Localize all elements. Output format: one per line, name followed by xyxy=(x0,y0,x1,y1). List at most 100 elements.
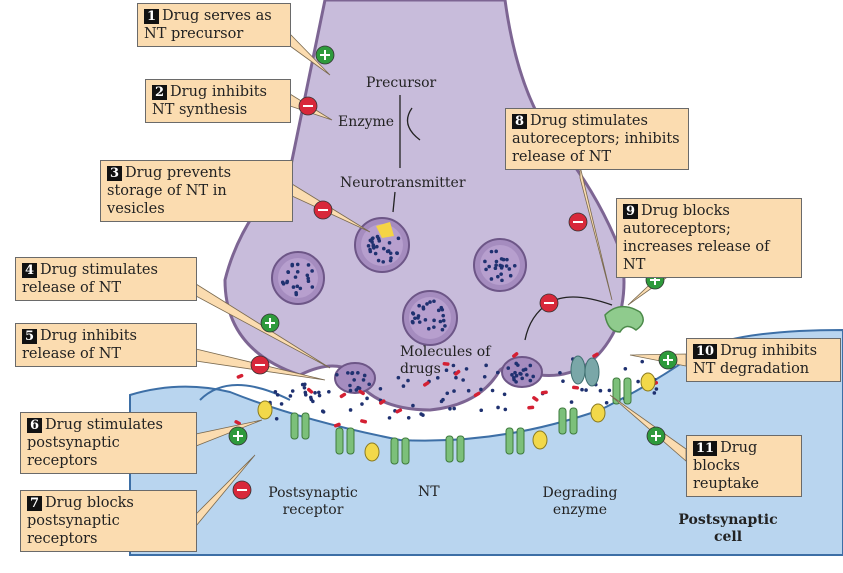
nt-molecule xyxy=(441,318,446,323)
nt-molecule xyxy=(580,387,584,392)
postsynaptic-receptor xyxy=(505,427,525,455)
nt-molecule xyxy=(493,266,498,271)
callout-pointer xyxy=(629,353,687,367)
degrading-enzyme xyxy=(532,430,548,450)
nt-molecule xyxy=(378,386,383,391)
nt-molecule xyxy=(298,286,303,291)
nt-molecule xyxy=(461,378,465,382)
callout-pointer xyxy=(579,165,613,301)
nt-molecule xyxy=(531,374,535,379)
autoreceptor xyxy=(604,306,644,333)
nt-molecule xyxy=(356,371,360,375)
nt-molecule xyxy=(410,319,415,324)
nt-molecule xyxy=(558,371,562,375)
nt-molecule xyxy=(327,389,331,394)
nt-molecule xyxy=(561,379,565,383)
nt-molecule xyxy=(444,368,449,372)
nt-molecule xyxy=(365,396,369,401)
nt-molecule xyxy=(368,249,373,254)
nt-molecule xyxy=(388,251,393,256)
nt-molecule xyxy=(508,273,513,278)
drug-molecule xyxy=(532,396,539,402)
reuptake-transporter xyxy=(570,355,600,387)
nt-molecule xyxy=(569,400,574,404)
callout-number: 2 xyxy=(152,85,168,100)
nt-molecule xyxy=(598,388,603,393)
nt-molecule xyxy=(479,387,483,392)
nt-molecule xyxy=(438,319,443,324)
degrading-enzyme xyxy=(364,442,380,462)
postsynaptic-receptor xyxy=(445,435,465,463)
nt-molecule xyxy=(452,406,456,411)
callout-text: Drug blocks postsynaptic receptors xyxy=(27,495,134,547)
nt-molecule xyxy=(514,380,518,384)
callout-text: Drug inhibits release of NT xyxy=(22,328,137,362)
nt-molecule xyxy=(310,269,314,273)
degrading-enzyme xyxy=(590,403,606,423)
nt-molecule xyxy=(489,277,494,281)
nt-molecule xyxy=(654,387,659,391)
nt-molecule xyxy=(487,264,491,269)
nt-molecule xyxy=(362,373,367,378)
nt-molecule xyxy=(348,408,353,412)
nt-molecule xyxy=(499,257,504,261)
nt-molecule xyxy=(520,376,524,381)
nt-molecule xyxy=(499,272,503,276)
nt-molecule xyxy=(303,392,308,397)
nt-molecule xyxy=(514,373,519,378)
nt-molecule xyxy=(306,276,310,281)
nt-molecule xyxy=(652,391,657,395)
nt-molecule xyxy=(452,389,456,393)
minus-icon xyxy=(568,212,588,232)
nt-molecule xyxy=(528,378,533,383)
callout-number: 1 xyxy=(144,9,160,24)
nt-molecule xyxy=(496,274,500,279)
nt-molecule xyxy=(451,363,456,368)
nt-molecule xyxy=(505,257,509,262)
plus-icon xyxy=(228,426,248,446)
nt-molecule xyxy=(290,389,295,393)
drug-molecule xyxy=(473,391,481,398)
nt-molecule xyxy=(317,390,321,395)
drug-molecule xyxy=(423,381,430,387)
callout-text: Drug stimulates autoreceptors; inhibits … xyxy=(512,113,680,165)
nt-molecule xyxy=(483,259,487,264)
vesicle xyxy=(271,251,325,305)
nt-molecule xyxy=(348,388,353,393)
nt-molecule xyxy=(428,300,432,304)
nt-molecule xyxy=(275,393,280,397)
nt-molecule xyxy=(464,367,469,371)
nt-molecule xyxy=(454,375,458,380)
fusing-vesicle xyxy=(334,362,376,394)
nt-molecule xyxy=(387,241,392,245)
label-postsynaptic-receptor: Postsynaptic receptor xyxy=(268,485,358,518)
storage-arrow xyxy=(392,191,396,213)
callout-text: Drug stimulates release of NT xyxy=(22,262,158,296)
nt-molecule xyxy=(411,403,415,408)
nt-molecule xyxy=(306,279,311,284)
callout-text: Drug serves as NT precursor xyxy=(144,8,272,42)
nt-molecule xyxy=(395,251,400,256)
callout-text: Drug inhibits NT synthesis xyxy=(152,84,267,118)
nt-molecule xyxy=(293,275,298,279)
nt-molecule xyxy=(479,408,484,413)
nt-molecule xyxy=(496,405,500,410)
nt-molecule xyxy=(443,324,447,328)
degrading-enzyme xyxy=(640,372,656,392)
nt-molecule xyxy=(376,258,381,263)
nt-molecule xyxy=(313,391,317,395)
drug-molecule xyxy=(442,362,450,366)
minus-icon xyxy=(313,200,333,220)
nt-molecule xyxy=(604,401,609,405)
enzyme-arrow xyxy=(406,107,421,141)
nt-molecule xyxy=(348,383,352,388)
nt-molecule xyxy=(285,279,290,284)
nt-molecule xyxy=(388,258,393,263)
callout-number: 10 xyxy=(693,344,718,359)
nt-molecule xyxy=(389,256,393,260)
nt-molecule xyxy=(448,406,452,411)
nt-molecule xyxy=(309,397,314,402)
